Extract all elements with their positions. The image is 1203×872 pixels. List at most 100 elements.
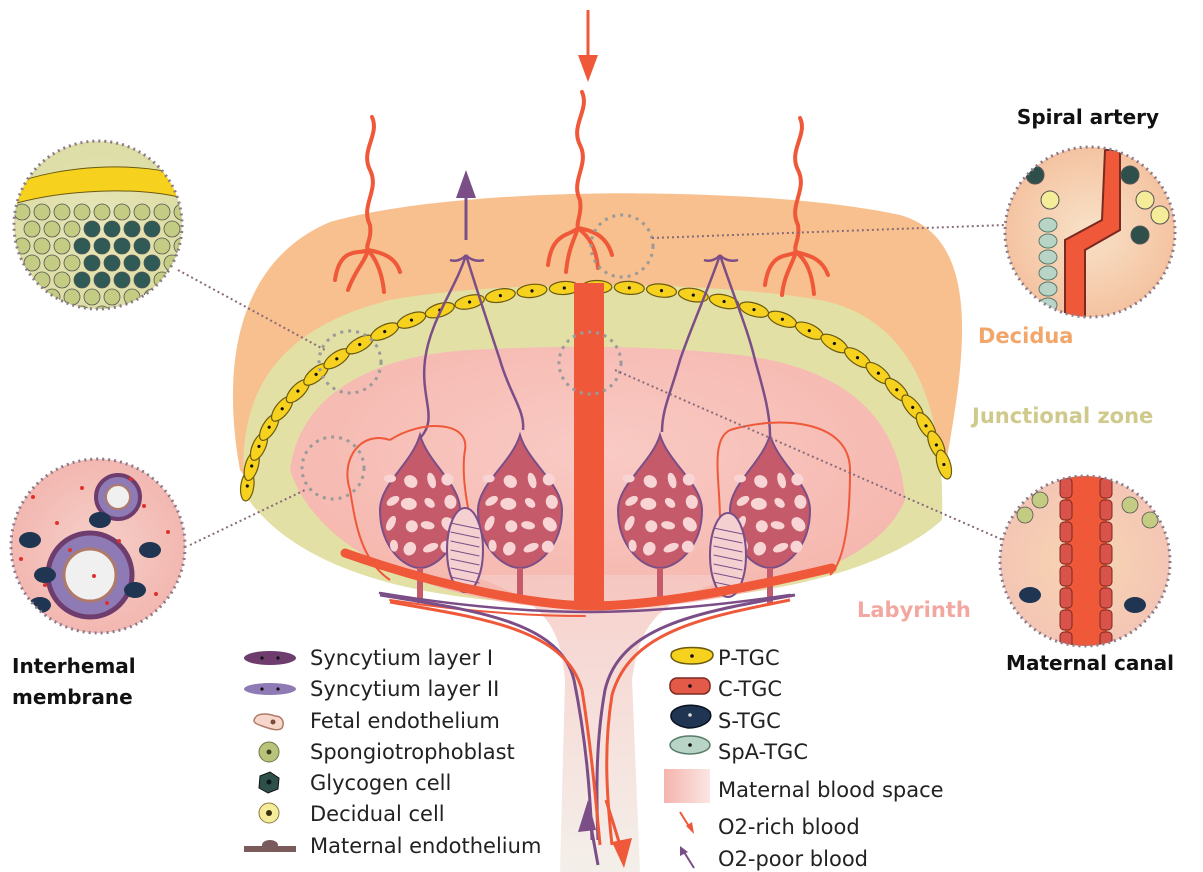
spongiotrophoblast-cell xyxy=(34,272,50,288)
c-tgc-cell xyxy=(1060,500,1072,520)
junctional-zone-label: Junctional zone xyxy=(970,404,1153,428)
spongiotrophoblast-cell xyxy=(184,289,200,305)
c-tgc-cell xyxy=(1100,522,1112,542)
legend-syncytium-2: Syncytium layer II xyxy=(310,677,499,701)
spongiotrophoblast-cell xyxy=(114,306,130,322)
spa-tgc-cell xyxy=(1039,218,1057,232)
callout-junctional-zone xyxy=(10,141,200,322)
s-tgc-cell xyxy=(89,512,111,528)
spongiotrophoblast-cell xyxy=(14,272,30,288)
c-tgc-cell xyxy=(1060,544,1072,564)
red-blood-cell xyxy=(142,504,146,508)
incoming-maternal-arrow xyxy=(578,10,598,82)
spongiotrophoblast-cell xyxy=(1032,492,1048,508)
red-blood-cell xyxy=(92,574,96,578)
interhemal-label-line1: Interhemal xyxy=(12,654,136,678)
legend-glycogen-cell: Glycogen cell xyxy=(310,771,451,795)
s-tgc-cell xyxy=(139,542,161,558)
red-blood-cell xyxy=(68,548,72,552)
spongiotrophoblast-cell xyxy=(74,204,90,220)
glycogen-cell xyxy=(114,238,130,254)
red-blood-cell xyxy=(154,592,158,596)
c-tgc-cell xyxy=(1060,588,1072,608)
spongiotrophoblast-cell xyxy=(64,289,80,305)
s-tgc-cell xyxy=(34,567,56,583)
p-tgc-icon xyxy=(671,648,713,665)
spongiotrophoblast-cell xyxy=(154,204,170,220)
spongiotrophoblast-cell xyxy=(184,255,200,271)
glycogen-cell xyxy=(104,221,120,237)
spongiotrophoblast-cell xyxy=(24,221,40,237)
callout-spiral-artery xyxy=(1005,147,1175,320)
spongiotrophoblast-cell xyxy=(1017,507,1033,523)
fetal-capillary-lobe xyxy=(447,508,483,592)
syncytium-layer-2-icon xyxy=(244,683,296,695)
glycogen-cell xyxy=(74,272,90,288)
spongiotrophoblast-cell xyxy=(64,221,80,237)
legend-left: Syncytium layer I Syncytium layer II Fet… xyxy=(244,646,541,858)
spongiotrophoblast-cell xyxy=(54,204,70,220)
spongiotrophoblast-icon xyxy=(259,742,279,762)
red-blood-cell xyxy=(19,557,23,561)
spongiotrophoblast-cell xyxy=(34,238,50,254)
red-blood-cell xyxy=(80,486,84,490)
s-tgc-cell xyxy=(29,597,51,613)
decidual-cell xyxy=(1136,191,1154,209)
glycogen-cell xyxy=(124,255,140,271)
c-tgc-cell xyxy=(1060,522,1072,542)
legend-right: P-TGC C-TGC S-TGC SpA-TGC Maternal blood… xyxy=(664,646,944,871)
spongiotrophoblast-cell xyxy=(34,204,50,220)
c-tgc-cell xyxy=(1060,566,1072,586)
c-tgc-cell xyxy=(1100,610,1112,630)
spongiotrophoblast-cell xyxy=(104,289,120,305)
glycogen-cell xyxy=(104,255,120,271)
c-tgc-cell xyxy=(1100,544,1112,564)
decidua-label: Decidua xyxy=(978,324,1073,348)
s-tgc-cell xyxy=(1124,597,1146,613)
o2-poor-arrow-icon xyxy=(680,846,694,868)
o2-rich-arrow-icon xyxy=(680,812,694,834)
c-tgc-cell xyxy=(1100,588,1112,608)
fetal-capillary xyxy=(106,485,130,509)
c-tgc-cell xyxy=(1100,566,1112,586)
glycogen-cell xyxy=(84,221,100,237)
callout-maternal-canal xyxy=(1000,470,1170,670)
spa-tgc-icon xyxy=(670,736,710,754)
spa-tgc-cell xyxy=(1039,282,1057,296)
red-blood-cell xyxy=(18,468,22,472)
glycogen-cell xyxy=(84,255,100,271)
glycogen-cell xyxy=(134,272,150,288)
red-blood-cell xyxy=(105,601,109,605)
spongiotrophoblast-cell xyxy=(1122,497,1138,513)
c-tgc-cell xyxy=(1060,478,1072,498)
glycogen-cell xyxy=(74,238,90,254)
spongiotrophoblast-cell xyxy=(24,289,40,305)
glycogen-cell-icon xyxy=(259,772,279,793)
maternal-endothelium-icon xyxy=(244,840,296,852)
spongiotrophoblast-cell xyxy=(154,306,170,322)
fetal-endothelium-icon xyxy=(254,714,283,730)
glycogen-cell xyxy=(124,221,140,237)
spongiotrophoblast-cell xyxy=(174,204,190,220)
spongiotrophoblast-cell xyxy=(134,306,150,322)
interhemal-label-line2: membrane xyxy=(12,685,133,709)
maternal-canal-label: Maternal canal xyxy=(1006,651,1174,675)
spa-tgc-cell xyxy=(1039,250,1057,264)
spongiotrophoblast-cell xyxy=(164,221,180,237)
decidual-cell xyxy=(1041,191,1059,209)
s-tgc-cell xyxy=(1019,587,1041,603)
legend-spongiotrophoblast: Spongiotrophoblast xyxy=(310,740,515,764)
spa-tgc-cell xyxy=(1039,234,1057,248)
spongiotrophoblast-cell xyxy=(14,306,30,322)
spongiotrophoblast-cell xyxy=(54,306,70,322)
fetal-capillary xyxy=(64,549,116,601)
spongiotrophoblast-cell xyxy=(74,306,90,322)
glycogen-cell xyxy=(144,221,160,237)
legend-spa-tgc: SpA-TGC xyxy=(718,740,808,764)
spongiotrophoblast-cell xyxy=(54,238,70,254)
spongiotrophoblast-cell xyxy=(164,289,180,305)
legend-s-tgc: S-TGC xyxy=(718,709,781,733)
glycogen-cell xyxy=(1131,226,1149,244)
legend-o2-poor: O2-poor blood xyxy=(718,847,868,871)
glycogen-cell xyxy=(114,272,130,288)
